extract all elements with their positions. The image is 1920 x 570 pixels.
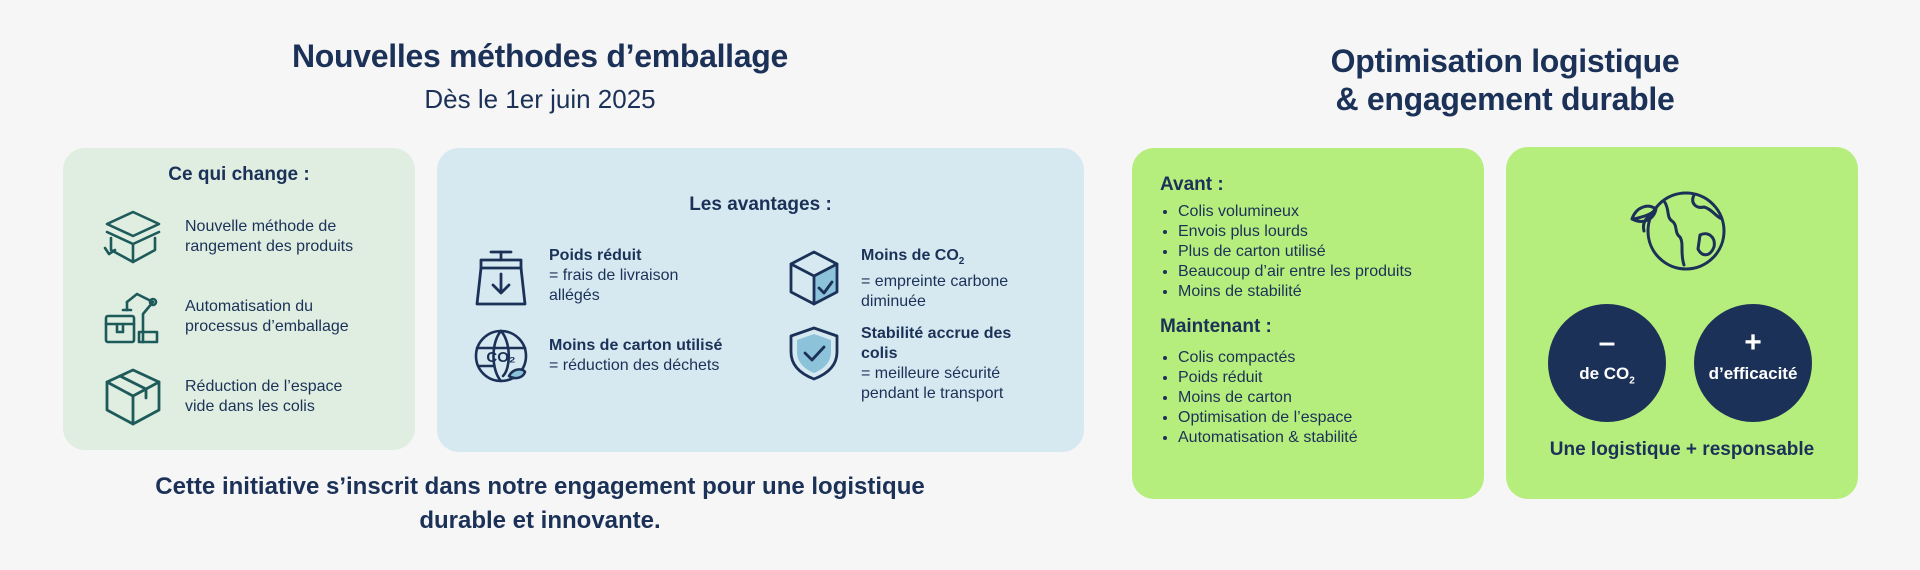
list-item: Plus de carton utilisé [1178, 242, 1412, 262]
list-item: Moins de carton [1178, 388, 1412, 408]
shield-check-icon [787, 324, 841, 382]
change-item-line: Réduction de l’espace [185, 378, 343, 395]
minus-symbol: – [1598, 326, 1616, 359]
change-item: Automatisation du processus d’emballage [103, 288, 349, 346]
change-item-line: processus d’emballage [185, 318, 349, 335]
advantages-heading: Les avantages : [689, 194, 832, 215]
advantage-line: diminuée [861, 293, 926, 311]
advantage-title: colis [861, 345, 898, 362]
advantage-item: CO₂ Moins de carton utilisé = réduction … [473, 328, 722, 386]
avant-heading: Avant : [1160, 174, 1224, 195]
list-item: Poids réduit [1178, 368, 1412, 388]
list-item: Moins de stabilité [1178, 282, 1412, 302]
list-item: Beaucoup d’air entre les produits [1178, 262, 1412, 282]
svg-text:CO₂: CO₂ [486, 349, 515, 366]
tagline: Une logistique + responsable [1549, 439, 1815, 460]
globe-leaf-icon [1624, 187, 1734, 282]
badge-label: d’efficacité [1708, 364, 1798, 383]
advantage-line: = empreinte carbone [861, 273, 1009, 291]
change-item-line: vide dans les colis [185, 398, 315, 415]
advantage-title: Moins de CO [861, 247, 959, 264]
advantage-line: = meilleure sécurité [861, 365, 1001, 382]
plus-symbol: + [1744, 326, 1762, 359]
avant-list: Colis volumineux Envois plus lourds Plus… [1160, 202, 1412, 302]
right-title-line: Optimisation logistique [1330, 43, 1680, 79]
badge-label: de CO [1579, 364, 1630, 383]
change-item-line: rangement des produits [185, 238, 354, 255]
co2-reduction-badge: – de CO2 [1548, 304, 1666, 422]
changes-card: Ce qui change : Nouvelle méthode de rang… [63, 148, 415, 450]
list-item: Optimisation de l’espace [1178, 408, 1412, 428]
change-item: Réduction de l’espace vide dans les coli… [103, 366, 342, 428]
advantage-item: Poids réduit = frais de livraison allégé… [473, 247, 679, 308]
cube-check-icon [787, 248, 841, 308]
subscript: 2 [1629, 375, 1635, 387]
advantage-line: = frais de livraison [549, 267, 679, 284]
box-icon [103, 366, 163, 428]
maintenant-heading: Maintenant : [1160, 316, 1272, 337]
co2-globe-icon: CO₂ [473, 328, 529, 386]
advantage-title: Stabilité accrue des [861, 325, 1012, 342]
maintenant-list: Colis compactés Poids réduit Moins de ca… [1160, 348, 1412, 448]
engagement-statement: Cette initiative s’inscrit dans notre en… [120, 470, 960, 538]
advantage-item: Moins de CO2 = empreinte carbone diminué… [787, 247, 1009, 312]
change-item: Nouvelle méthode de rangement des produi… [103, 208, 353, 266]
advantage-line: allégés [549, 287, 600, 304]
engagement-line: Cette initiative s’inscrit dans notre en… [155, 473, 925, 500]
list-item: Envois plus lourds [1178, 222, 1412, 242]
list-item: Automatisation & stabilité [1178, 428, 1412, 448]
changes-heading: Ce qui change : [168, 164, 310, 185]
change-item-line: Nouvelle méthode de [185, 218, 337, 235]
engagement-line: durable et innovante. [419, 507, 661, 534]
advantage-line: = réduction des déchets [549, 357, 720, 374]
before-after-card: Avant : Colis volumineux Envois plus lou… [1132, 148, 1484, 499]
efficiency-badge: + d’efficacité [1694, 304, 1812, 422]
advantages-card: Les avantages : Poids réduit = frais de … [437, 148, 1084, 452]
weight-icon [473, 248, 529, 308]
advantage-line: pendant le transport [861, 385, 1004, 402]
right-title: Optimisation logistique & engagement dur… [1160, 42, 1850, 118]
advantage-title: Moins de carton utilisé [549, 337, 723, 354]
advantage-title: Poids réduit [549, 247, 642, 264]
change-item-line: Automatisation du [185, 298, 314, 315]
impact-card: – de CO2 + d’efficacité Une logistique +… [1506, 147, 1858, 499]
left-subtitle: Dès le 1er juin 2025 [424, 84, 656, 114]
stacked-layers-icon [103, 208, 163, 266]
advantage-item: Stabilité accrue des colis = meilleure s… [787, 324, 1011, 404]
list-item: Colis volumineux [1178, 202, 1412, 222]
right-title-line: & engagement durable [1335, 81, 1675, 117]
left-title: Nouvelles méthodes d’emballage [291, 38, 789, 74]
subscript: 2 [958, 256, 965, 268]
list-item: Colis compactés [1178, 348, 1412, 368]
robot-arm-icon [103, 288, 163, 346]
